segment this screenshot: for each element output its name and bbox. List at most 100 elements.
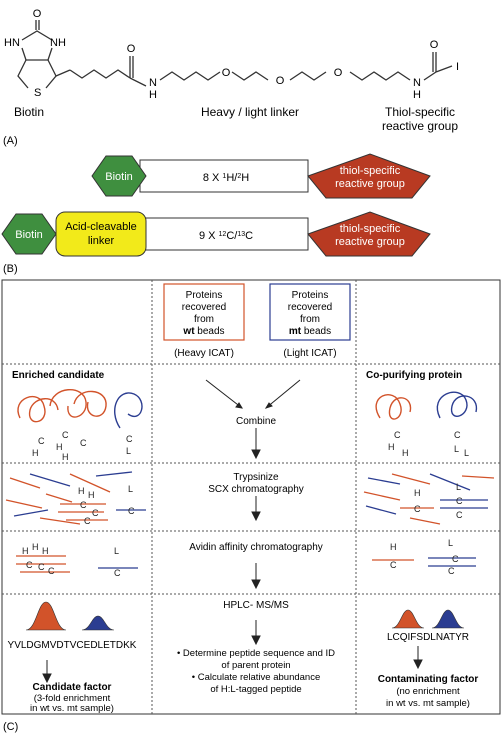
atom-nh: NH (50, 37, 66, 49)
cap-h-b: H (32, 542, 39, 552)
workflow-frame (1, 279, 501, 715)
copurifying-proteins (375, 391, 477, 420)
atom-h-iodo: H (413, 89, 421, 101)
trypsinize-text: Trypsinize (233, 472, 279, 483)
cap-l-a: L (114, 546, 119, 556)
left-mark-c2: C (62, 430, 69, 440)
frag-c-d: C (128, 506, 135, 516)
wt-box-l1: Proteins (186, 290, 223, 301)
contaminating-title: Contaminating factor (378, 674, 479, 685)
atom-n-iodo: N (413, 77, 421, 89)
cap-c-c: C (48, 566, 55, 576)
frag-h-b: H (88, 490, 95, 500)
heavy-icat: (Heavy ICAT) (174, 348, 234, 359)
mt-box (269, 283, 351, 341)
peak-heavy-left (25, 601, 67, 631)
cap-c-b: C (38, 562, 45, 572)
atom-o-iodo: O (430, 39, 439, 51)
linker-text-2: 9 X 12C/13C (199, 230, 253, 242)
rfrag-c-a: C (414, 504, 421, 514)
right-mark-c1: C (394, 430, 401, 440)
atom-h-amide: H (149, 89, 157, 101)
rfrag-h-a: H (414, 488, 421, 498)
linker-box-2 (139, 217, 309, 251)
reactive-group-pentagon-1 (307, 153, 431, 199)
reactive-group-pentagon-2 (307, 211, 431, 257)
right-mark-c2: C (454, 430, 461, 440)
biotin-hexagon-1 (91, 155, 147, 197)
biotin-text-1: Biotin (105, 171, 133, 183)
left-mark-c4: C (126, 434, 133, 444)
cap-c-a: C (26, 560, 33, 570)
atom-o-amide: O (127, 43, 136, 55)
wt-box-l3: from (194, 314, 214, 325)
acid-text-b: linker (88, 235, 115, 247)
left-mark-h1: H (32, 448, 39, 458)
panel-c-workflow: Proteins recovered from wt beads Protein… (1, 279, 501, 733)
right-mark-h1: H (388, 442, 395, 452)
group-text-1a: thiol-specific (340, 165, 401, 177)
left-fragments (5, 471, 146, 525)
cap-h-a: H (22, 546, 29, 556)
peak-light-right (431, 609, 465, 629)
frag-c-a: C (80, 500, 87, 510)
atom-n-amide: N (149, 77, 157, 89)
left-mark-c3: C (80, 438, 87, 448)
rfrag-c-b: C (456, 496, 463, 506)
panel-c-label: (C) (3, 721, 18, 733)
light-icat: (Light ICAT) (283, 348, 336, 359)
left-mark-h3: H (62, 452, 69, 462)
left-captured (16, 555, 138, 573)
atom-o-ether1: O (222, 67, 231, 79)
right-fragments (363, 473, 495, 525)
wt-box-l4: wt beads (182, 326, 224, 337)
bullet1a: • Determine peptide sequence and ID (177, 648, 335, 659)
group-text-1b: reactive group (335, 178, 405, 190)
panel-b-reagents: Biotin 8 X 1H/2H thiol-specific reactive… (1, 153, 431, 275)
contam-note2: in wt vs. mt sample) (386, 698, 470, 709)
enriched-proteins (17, 388, 143, 429)
frag-l-a: L (128, 484, 133, 494)
enriched-title: Enriched candidate (12, 370, 105, 381)
acid-text-a: Acid-cleavable (65, 221, 137, 233)
candidate-note1: (3-fold enrichment (34, 693, 111, 704)
cap-c-d: C (114, 568, 121, 578)
atom-i: I (456, 61, 459, 73)
atom-hn: HN (4, 37, 20, 49)
wt-box (163, 283, 245, 341)
seq-right: LCQIFSDLNATYR (387, 632, 469, 643)
seq-left: YVLDGMVDTVCEDLETDKK (8, 640, 137, 651)
left-mark-c1: C (38, 436, 45, 446)
avidin-text: Avidin affinity chromatography (189, 542, 323, 553)
mt-box-l3: from (300, 314, 320, 325)
rfrag-l-a: L (456, 482, 461, 492)
panel-a-structure: O HN NH S O N H O O O N H O I Biotin Hea… (3, 8, 459, 147)
right-captured (372, 557, 476, 567)
mt-box-l4: mt beads (289, 326, 331, 337)
atom-s: S (34, 87, 41, 99)
frag-c-c: C (84, 516, 91, 526)
rfrag-c-c: C (456, 510, 463, 520)
panel-a-label: (A) (3, 135, 18, 147)
peak-heavy-right (391, 609, 425, 629)
rcap-l-a: L (448, 538, 453, 548)
bullet1b: of parent protein (221, 660, 290, 671)
biotin-label: Biotin (14, 105, 44, 119)
left-mark-l1: L (126, 446, 131, 456)
mt-box-l1: Proteins (292, 290, 329, 301)
group-label-line1: Thiol-specific (385, 105, 455, 119)
rcap-h-a: H (390, 542, 397, 552)
left-mark-h2: H (56, 442, 63, 452)
linker-label: Heavy / light linker (201, 105, 299, 119)
rcap-c-c: C (448, 566, 455, 576)
right-mark-h2: H (402, 448, 409, 458)
right-mark-l2: L (464, 448, 469, 458)
rcap-c-a: C (390, 560, 397, 570)
frag-c-b: C (92, 508, 99, 518)
candidate-note2: in wt vs. mt sample) (30, 703, 114, 714)
group-text-2a: thiol-specific (340, 223, 401, 235)
atom-o-ether2: O (276, 75, 285, 87)
group-text-2b: reactive group (335, 236, 405, 248)
linker-text-1: 8 X 1H/2H (203, 172, 249, 184)
atom-o-ether3: O (334, 67, 343, 79)
